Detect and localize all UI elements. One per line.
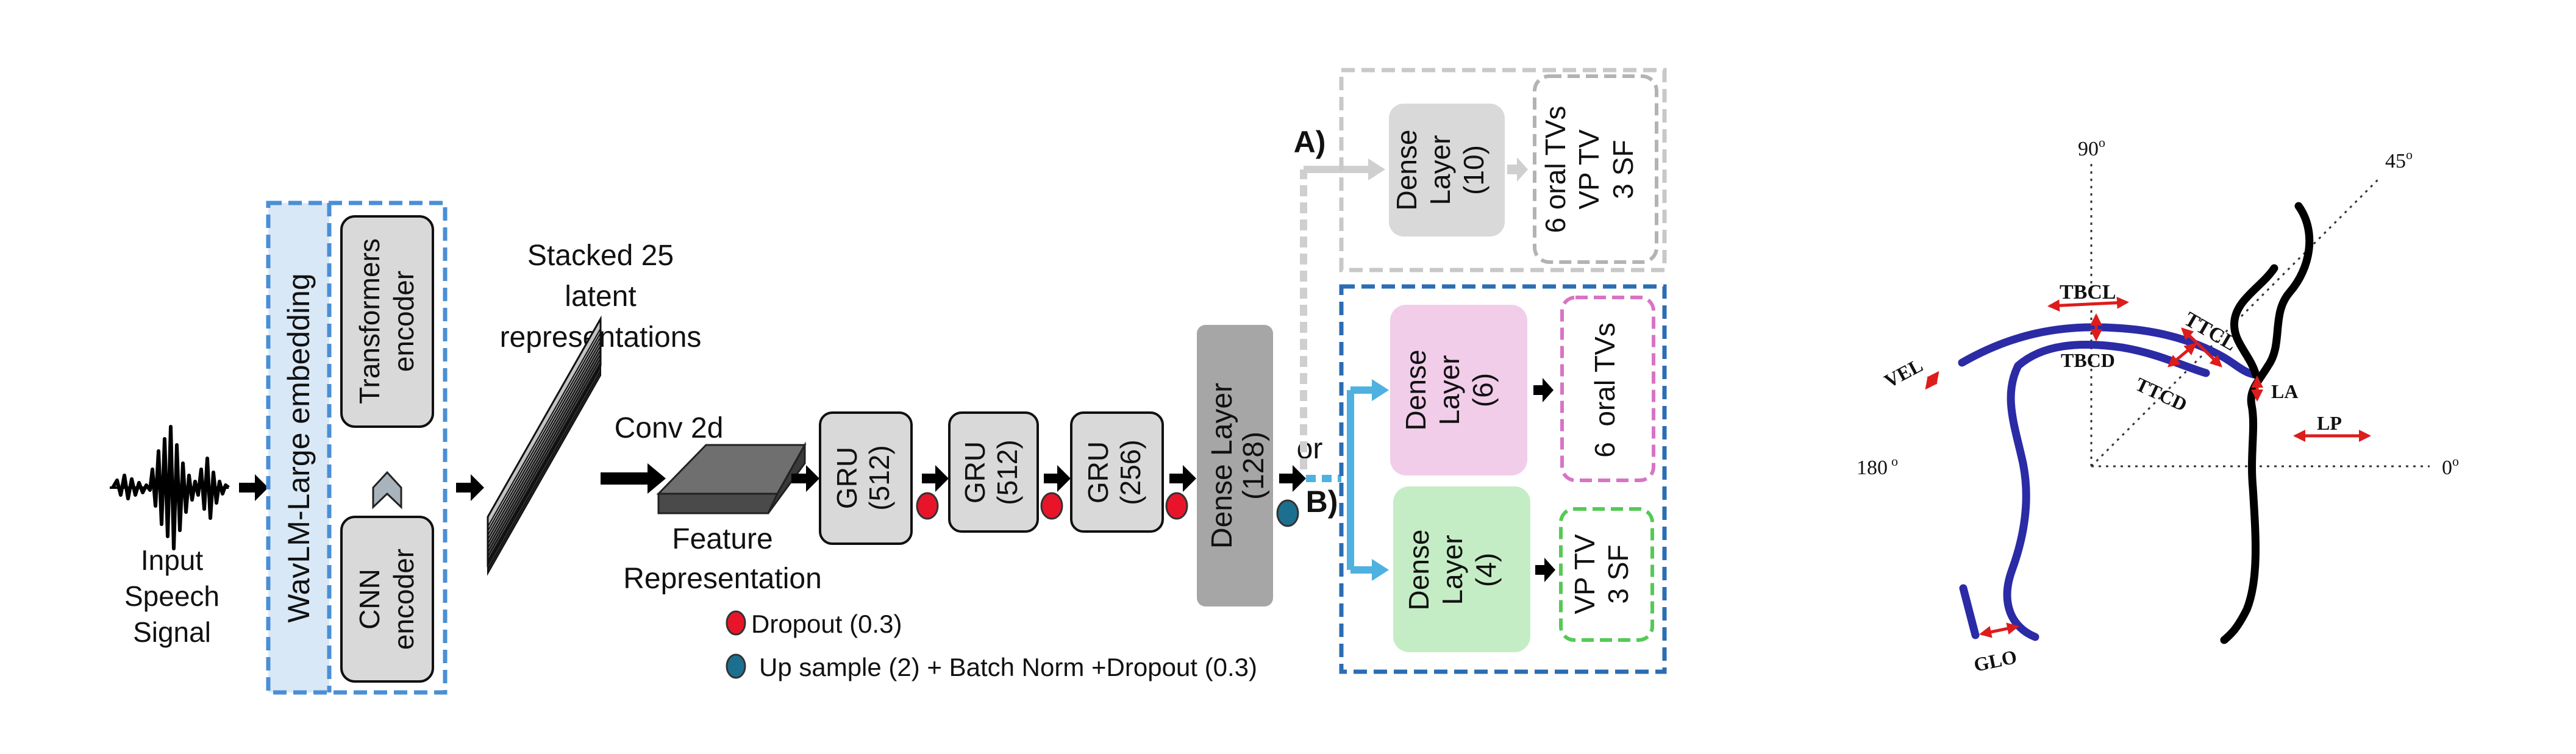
transformers-encoder-line2: encoder: [388, 271, 419, 372]
cnn-encoder-line1: CNN: [354, 569, 385, 630]
cnn-encoder-box: [340, 516, 434, 683]
arrow-dense128-out: [1279, 465, 1306, 492]
dense4-line2: Layer: [1436, 535, 1468, 605]
branch-b-out4-line1: VP TV: [1569, 534, 1600, 614]
wavlm-label: WavLM-Large embedding: [282, 273, 316, 622]
speech-waveform-icon: [110, 425, 230, 550]
conv-label: Conv 2d: [615, 412, 724, 444]
branch-a-out-line2: VP TV: [1573, 129, 1605, 210]
stacked-label-line2: latent: [565, 280, 636, 313]
arrow-stack-to-conv: [601, 463, 666, 494]
legend-dropout-dot: [726, 610, 746, 636]
vocal-tract-axes: [2090, 160, 2430, 468]
cnn-encoder-line2: encoder: [388, 549, 419, 650]
arrow-gru3-to-dense128: [1169, 465, 1196, 492]
dense-6-box: [1390, 305, 1527, 475]
tongue-curve: [1958, 323, 2260, 641]
branch-a-out-line1: 6 oral TVs: [1540, 106, 1571, 233]
dense10-line1: Dense: [1391, 130, 1422, 211]
arrow-dense6-to-out: [1533, 378, 1554, 402]
legend-dropout-label: Dropout (0.3): [751, 610, 902, 638]
branch-b-out4-box: [1559, 507, 1654, 642]
input-label-line2: Speech: [124, 580, 219, 612]
dense6-line3: (6): [1467, 373, 1499, 407]
arrow-wavlm-to-stack: [456, 474, 484, 501]
arrow-gru1-to-gru2: [922, 465, 949, 492]
branch-a-output-box: [1533, 74, 1658, 264]
lp-label: LP: [2317, 412, 2342, 434]
arrow-gru2-to-gru3: [1044, 465, 1071, 492]
angle-45-label: 45o: [2385, 147, 2413, 172]
branch-a-tag: A): [1294, 125, 1326, 159]
branch-b-container: [1339, 284, 1667, 674]
gru-512-box-1: [819, 411, 913, 545]
cnn-to-transformer-chevron-icon: [372, 471, 402, 510]
dropout-dot-1: [916, 492, 939, 520]
pharynx-and-lips-curve: [2220, 202, 2314, 644]
dense4-line1: Dense: [1403, 530, 1435, 611]
angle-90-label: 90o: [2078, 135, 2105, 160]
dropout-dot-2: [1040, 492, 1063, 520]
gru-512-box-2: [948, 411, 1039, 533]
branch-b-out6-label: 6 oral TVs: [1589, 322, 1621, 458]
arrow-dense4-to-out: [1535, 558, 1555, 582]
upper-lip-curve: [2230, 264, 2278, 379]
gru3-line1: GRU: [1082, 441, 1114, 503]
gru2-line1: GRU: [959, 441, 991, 503]
dense128-line1: Dense Layer: [1206, 383, 1238, 549]
gru-256-box: [1070, 411, 1164, 533]
angle-0-label: 0o: [2442, 453, 2459, 479]
dense10-line3: (10): [1458, 145, 1490, 195]
la-label: LA: [2271, 380, 2298, 402]
input-label-line1: Input: [141, 544, 204, 576]
glo-label: GLO: [1972, 646, 2019, 676]
dense-4-box: [1393, 486, 1530, 652]
gru1-line2: (512): [863, 445, 895, 510]
dense-10-box: [1389, 104, 1505, 237]
branch-b-connector: [1306, 379, 1389, 581]
feature-label-line1: Feature: [672, 523, 772, 555]
tongue-root-stub: [1959, 584, 1980, 639]
tbcd-label: TBCD: [2061, 349, 2115, 371]
branch-a-connector: [1300, 158, 1385, 469]
arrow-feature-to-gru1: [791, 465, 819, 492]
upsample-dot: [1276, 499, 1299, 527]
arrow-dense10-to-out: [1507, 157, 1528, 182]
legend-upsample-dot: [726, 653, 746, 679]
branch-a-container: [1339, 68, 1667, 272]
latent-stack-outline: [487, 315, 602, 567]
branch-b-tag: B): [1306, 485, 1338, 519]
vel-label: VEL: [1880, 354, 1926, 393]
dense128-line2: (128): [1238, 432, 1270, 500]
stacked-label-line1: Stacked 25: [527, 240, 674, 272]
gru2-line2: (512): [991, 439, 1023, 505]
feature-label-line2: Representation: [623, 563, 822, 595]
dense10-line2: Layer: [1424, 135, 1456, 205]
tract-variable-arrows: [1925, 296, 2371, 638]
dense6-line1: Dense: [1400, 350, 1432, 431]
transformers-encoder-line1: Transformers: [354, 238, 385, 404]
branch-b-out4-line2: 3 SF: [1602, 544, 1634, 603]
branch-b-out6-box: [1560, 296, 1655, 482]
legend-upsample-label: Up sample (2) + Batch Norm +Dropout (0.3…: [759, 653, 1257, 681]
input-label-line3: Signal: [133, 616, 211, 648]
dense-128-box: [1197, 325, 1273, 606]
dropout-dot-3: [1165, 492, 1188, 520]
stacked-latent-representations: [487, 315, 602, 576]
dense4-line3: (4): [1470, 553, 1502, 587]
wavlm-block: [266, 201, 448, 695]
feature-representation-slab: [656, 441, 807, 514]
gru3-line2: (256): [1115, 439, 1146, 505]
branch-a-out-line3: 3 SF: [1607, 140, 1639, 199]
ttcd-label: TTCD: [2132, 373, 2191, 416]
tbcl-label: TBCL: [2060, 281, 2116, 304]
arrow-input-to-wavlm: [239, 474, 268, 501]
transformers-encoder-box: [340, 215, 434, 428]
gru1-line1: GRU: [831, 447, 863, 509]
dense6-line2: Layer: [1433, 355, 1465, 425]
